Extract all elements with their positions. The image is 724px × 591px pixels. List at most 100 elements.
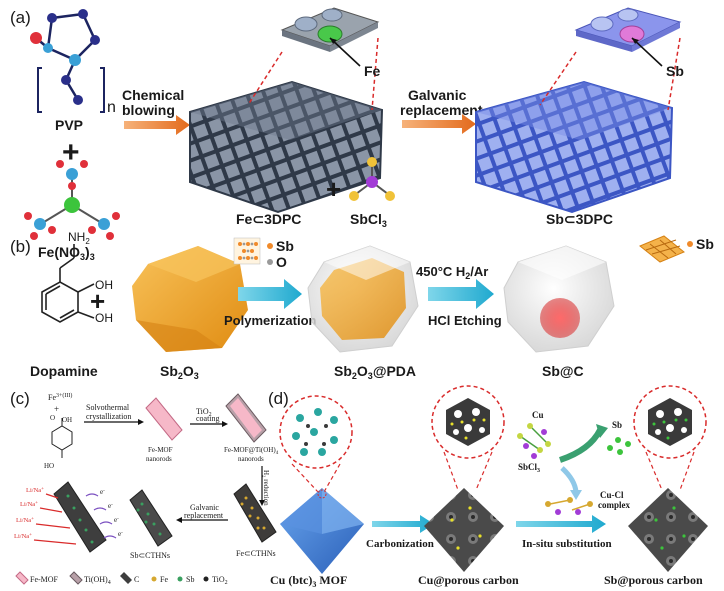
legend-o: O — [276, 254, 287, 270]
plus-sign-b: + — [90, 286, 105, 316]
legend-tioh: Ti(OH)4 — [84, 575, 111, 586]
plus-sign-a: + — [62, 136, 80, 169]
sb-inset — [539, 7, 682, 111]
pvp-molecule — [30, 9, 105, 113]
sbcl3-label-d: SbCl3 — [518, 462, 540, 474]
panel-b-label: (b) — [10, 237, 31, 256]
galvanic-line1: Galvanic — [408, 87, 467, 103]
fe-nitrate-label: Fe(NO3)3 — [38, 244, 95, 262]
electron-label-3: e- — [114, 516, 119, 524]
galvanic-line2: replacement — [400, 102, 483, 118]
caption-sbc: Sb@C — [542, 363, 584, 379]
reaction-cluster — [517, 423, 631, 515]
tio2-coating-label: coating — [196, 414, 220, 423]
legend-tioh-swatch — [69, 571, 83, 585]
caption-sb2o3: Sb2O3 — [160, 363, 199, 381]
sb-porous-caption: Sb@porous carbon — [604, 573, 703, 587]
legend-sb-c: Sb — [186, 575, 194, 584]
panel-d-label: (d) — [268, 389, 289, 408]
mof-caption: Cu (btc)3 MOF — [270, 573, 347, 589]
galvanic-c-label-2: replacement — [184, 511, 224, 520]
lina-label-2: Li/Na+ — [20, 501, 38, 508]
sb-porous-octahedron — [628, 488, 708, 572]
fe-nitrate-molecule — [24, 160, 120, 240]
lina-label-4: Li/Na+ — [14, 533, 32, 540]
fe-mof-label-1: Fe-MOF — [148, 446, 173, 454]
sb-c-shell — [503, 245, 615, 353]
tio2-label: TiO2 — [196, 407, 212, 418]
carbonization-label: Carbonization — [366, 538, 434, 550]
legend-tio2-dot — [203, 576, 209, 582]
acid-ho: HO — [44, 462, 54, 470]
legend-sb: Sb — [276, 238, 294, 254]
legend-fe-dot — [151, 576, 157, 582]
electron-label-1: e- — [100, 488, 105, 496]
caption-dopamine: Dopamine — [30, 363, 98, 379]
sb-framework — [475, 80, 674, 214]
fe-mof-label-2: nanorods — [146, 455, 172, 463]
legend-femof-swatch — [15, 571, 29, 585]
sb-inset-label: Sb — [666, 63, 684, 79]
plus-sign-a2: + — [326, 174, 341, 204]
panel-c: (c) Fe3+(III) + OH O HO Solvothermal cry… — [10, 389, 279, 586]
fe-ti-label-2: nanorods — [238, 455, 264, 463]
fe-cthns-label: Fe⊂CTHNs — [236, 549, 276, 558]
dopamine-structure — [41, 244, 95, 323]
fe-ti-label-1: Fe-MOF@Ti(OH)4 — [224, 446, 279, 456]
fe-framework-label: Fe⊂3DPC — [236, 211, 301, 227]
fe-mof-tioh-nanorod — [225, 393, 267, 443]
cu-porous-zoom — [431, 385, 505, 491]
sb-dot-legend-2 — [687, 241, 693, 247]
polymerization-arrow — [238, 279, 302, 309]
sb2o3-polyhedron — [132, 246, 248, 352]
pvp-label: PVP — [55, 117, 83, 133]
sb-dot-legend — [267, 243, 273, 249]
panel-a-label: (a) — [10, 8, 31, 27]
hcl-etching-arrow — [428, 279, 494, 309]
sb-lattice-icon — [639, 235, 685, 263]
chemical-blowing-arrow — [124, 115, 190, 135]
chemical-blowing-line2: blowing — [122, 102, 175, 118]
o-dot-legend — [267, 259, 273, 265]
oh-label-1: OH — [95, 278, 113, 292]
legend-sb-dot — [177, 576, 183, 582]
sbcl3-label-a: SbCl3 — [350, 211, 387, 229]
oh-label-2: OH — [95, 311, 113, 325]
electron-label-4: e- — [118, 530, 123, 538]
legend-fe: Fe — [160, 575, 168, 584]
cucl-label-1: Cu-Cl — [600, 490, 624, 500]
polymerization-label: Polymerization — [224, 313, 317, 328]
h2-reduction-label: H₂ reduction — [262, 470, 270, 506]
chemical-blowing-line1: Chemical — [122, 87, 184, 103]
fe-inset-label: Fe — [364, 63, 381, 79]
sb-cthns-label: Sb⊂CTHNs — [130, 551, 170, 560]
sb2o3-pda-shell — [307, 245, 419, 353]
legend-sb-2: Sb — [696, 236, 714, 252]
arrow2-bottom-label: HCl Etching — [428, 313, 502, 328]
caption-sb2o3-pda: Sb2O3@PDA — [334, 363, 416, 381]
panel-c-legend: Fe-MOF Ti(OH)4 C Fe Sb TiO2 — [15, 571, 228, 586]
fe-inset — [247, 7, 380, 111]
mof-zoom-circle — [279, 395, 353, 493]
sbcl3-molecule — [349, 157, 395, 201]
nh2-label: NH2 — [68, 230, 90, 246]
solvothermal-label: Solvothermal — [86, 403, 130, 412]
plus-sign-c: + — [54, 404, 59, 414]
sb-label-d: Sb — [612, 420, 622, 430]
galvanic-c-label-1: Galvanic — [190, 503, 219, 512]
fe-cthns-rod — [233, 483, 277, 543]
cu-porous-octahedron — [424, 488, 504, 572]
galvanic-replacement-arrow — [402, 114, 476, 134]
insitu-arrow — [516, 515, 606, 533]
lina-electrode — [33, 481, 117, 553]
cu-label-d: Cu — [532, 410, 544, 420]
panel-b: (b) NH2 OH OH + Sb — [10, 230, 714, 381]
lina-label-3: Li/Na+ — [16, 517, 34, 524]
fe-framework — [189, 80, 384, 214]
cu-porous-caption: Cu@porous carbon — [418, 573, 519, 587]
pvp-repeat-n: n — [107, 99, 116, 116]
legend-c: C — [134, 575, 139, 584]
lina-label-1: Li/Na+ — [26, 487, 44, 494]
sb-cthns-rod — [129, 489, 173, 547]
